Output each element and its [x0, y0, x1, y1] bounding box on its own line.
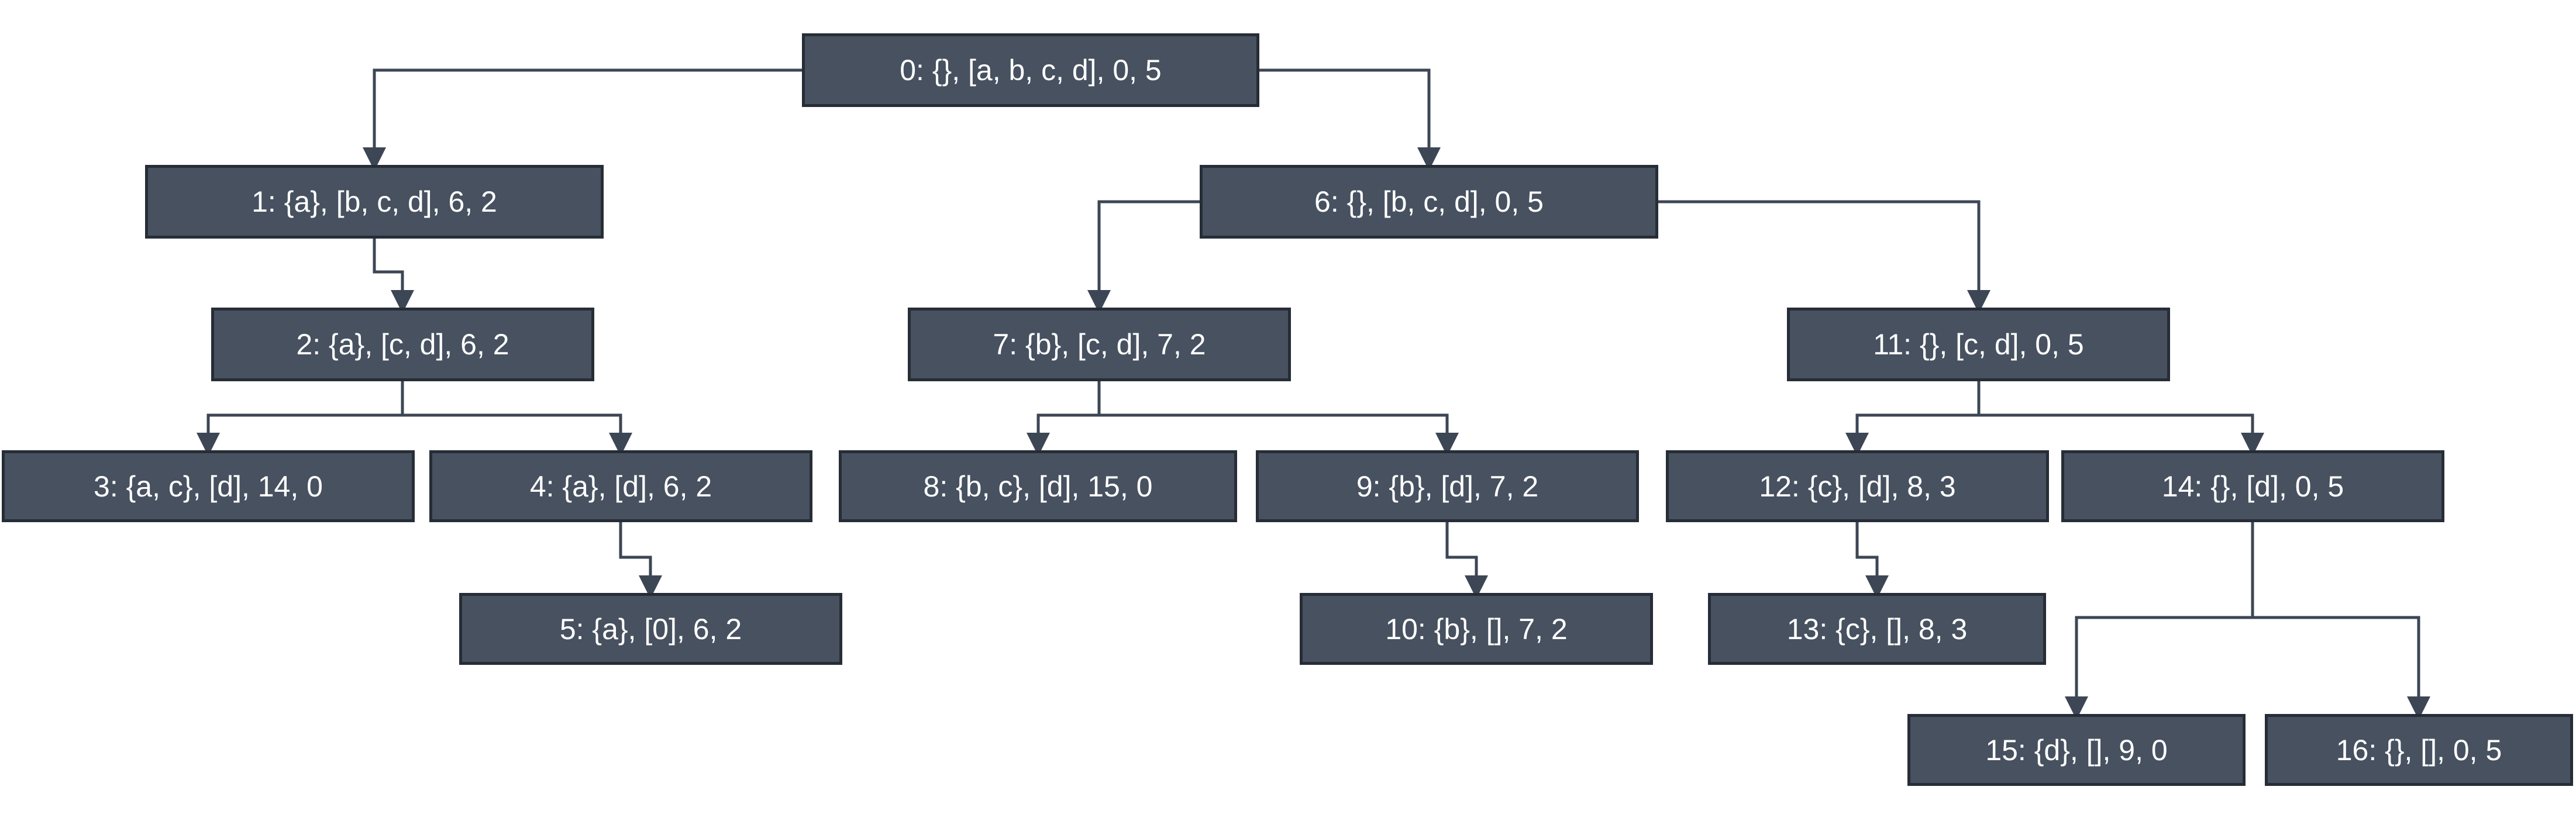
node-3[interactable]: 3: {a, c}, [d], 14, 0 — [2, 450, 415, 522]
node-10[interactable]: 10: {b}, [], 7, 2 — [1300, 593, 1653, 665]
node-9[interactable]: 9: {b}, [d], 7, 2 — [1256, 450, 1639, 522]
node-5[interactable]: 5: {a}, [0], 6, 2 — [459, 593, 842, 665]
node-8[interactable]: 8: {b, c}, [d], 15, 0 — [839, 450, 1237, 522]
node-0[interactable]: 0: {}, [a, b, c, d], 0, 5 — [802, 33, 1259, 107]
edge-6-7 — [1087, 200, 1200, 313]
node-14[interactable]: 14: {}, [d], 0, 5 — [2061, 450, 2444, 522]
edge-2-3 — [197, 381, 404, 456]
node-15[interactable]: 15: {d}, [], 9, 0 — [1907, 714, 2246, 786]
edge-7-8 — [1027, 381, 1101, 456]
node-6[interactable]: 6: {}, [b, c, d], 0, 5 — [1200, 165, 1658, 239]
edge-4-5 — [619, 522, 662, 599]
edge-9-10 — [1445, 522, 1488, 599]
edge-11-12 — [1845, 381, 1981, 456]
node-1[interactable]: 1: {a}, [b, c, d], 6, 2 — [145, 165, 604, 239]
edge-14-15 — [2065, 522, 2254, 720]
edge-11-14 — [1979, 413, 2264, 456]
node-4[interactable]: 4: {a}, [d], 6, 2 — [429, 450, 812, 522]
node-2[interactable]: 2: {a}, [c, d], 6, 2 — [211, 308, 594, 381]
node-12[interactable]: 12: {c}, [d], 8, 3 — [1666, 450, 2049, 522]
edge-0-1 — [363, 68, 802, 171]
edge-6-11 — [1658, 200, 1990, 313]
node-13[interactable]: 13: {c}, [], 8, 3 — [1708, 593, 2046, 665]
node-7[interactable]: 7: {b}, [c, d], 7, 2 — [908, 308, 1291, 381]
edge-14-16 — [2253, 616, 2430, 720]
edge-1-2 — [373, 239, 414, 313]
edge-12-13 — [1855, 522, 1889, 599]
node-11[interactable]: 11: {}, [c, d], 0, 5 — [1787, 308, 2170, 381]
edge-0-6 — [1259, 68, 1441, 171]
node-16[interactable]: 16: {}, [], 0, 5 — [2265, 714, 2573, 786]
edge-7-9 — [1099, 413, 1459, 456]
edge-2-4 — [402, 413, 632, 456]
